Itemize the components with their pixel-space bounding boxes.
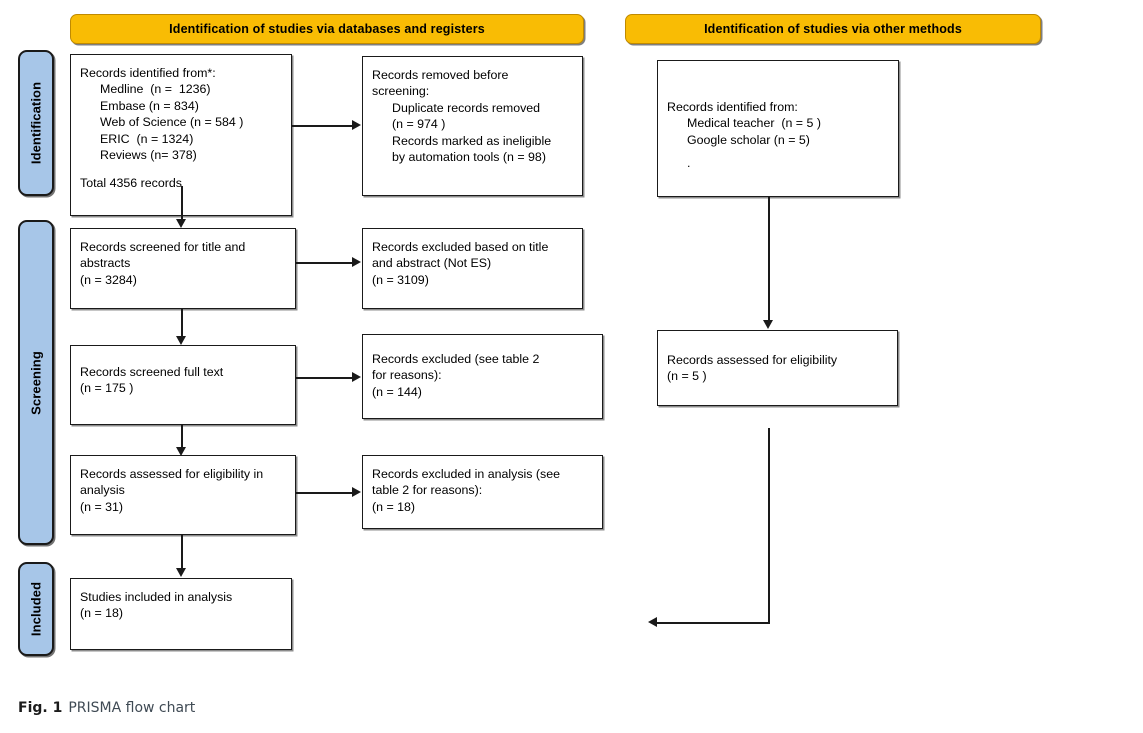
connector-screened-to-fulltext <box>181 309 183 339</box>
phase-bar-screening: Screening <box>18 220 54 545</box>
box-line: table 2 for reasons): <box>372 483 483 498</box>
box-line: Medline (n = 1236) <box>100 82 211 97</box>
arrowhead-other-identified-to-assessed <box>763 320 773 329</box>
banner-other-methods: Identification of studies via other meth… <box>625 14 1041 44</box>
box-line: for reasons): <box>372 368 442 383</box>
connector-screened-to-excluded-title <box>296 262 353 264</box>
arrowhead-other-assessed-to-included <box>648 617 657 627</box>
box-line: (n = 18) <box>80 606 124 621</box>
box-records-excluded-title: Records excluded based on title and abst… <box>362 228 583 309</box>
box-line: by automation tools (n = 98) <box>392 149 546 164</box>
phase-bar-identification: Identification <box>18 50 54 196</box>
box-line: Records screened full text <box>80 365 224 379</box>
box-line: Web of Science (n = 584 ) <box>100 115 244 130</box>
box-line: Records identified from*: <box>80 66 216 80</box>
box-studies-included: Studies included in analysis (n = 18) <box>70 578 292 650</box>
box-line: Reviews (n= 378) <box>100 147 197 162</box>
arrowhead-screened-to-fulltext <box>176 336 186 345</box>
box-line: screening: <box>372 83 573 99</box>
box-line: Records excluded (see table 2 <box>372 352 540 366</box>
figure-caption-number: Fig. 1 <box>18 700 63 716</box>
box-line: (n = 31) <box>80 499 124 514</box>
box-line: (n = 175 ) <box>80 381 134 396</box>
box-text-italic: screening <box>372 84 426 99</box>
figure-caption: Fig. 1 PRISMA flow chart <box>18 700 195 716</box>
box-line: Records identified from: <box>667 100 798 114</box>
box-line: . <box>687 156 691 171</box>
box-line: (n = 5 ) <box>667 369 707 384</box>
box-line: (n = 3109) <box>372 272 429 287</box>
box-line: Records excluded in analysis (see <box>372 467 561 481</box>
box-line: Total 4356 records <box>80 176 182 191</box>
connector-identified-to-removed <box>292 125 353 127</box>
box-line: Embase (n = 834) <box>100 98 199 113</box>
arrowhead-fulltext-to-assessed <box>176 447 186 456</box>
box-line: Records excluded based on title <box>372 240 549 254</box>
box-records-excluded-analysis: Records excluded in analysis (see table … <box>362 455 603 529</box>
connector-other-assessed-elbow-horizontal <box>657 622 769 624</box>
phase-label-identification: Identification <box>28 81 44 165</box>
box-line: Medical teacher (n = 5 ) <box>687 116 821 131</box>
box-records-identified: Records identified from*: Medline (n = 1… <box>70 54 292 216</box>
box-line: analysis <box>80 483 125 498</box>
phase-label-screening: Screening <box>28 350 44 415</box>
box-line: Records removed before <box>372 67 573 83</box>
arrowhead-assessed-to-excluded-analysis <box>352 487 361 497</box>
box-text-italic: before <box>473 68 509 82</box>
box-line: Records assessed for eligibility <box>667 353 838 367</box>
connector-identified-to-screened <box>181 186 183 222</box>
connector-other-assessed-elbow-vertical <box>768 428 770 624</box>
box-other-identified: Records identified from: Medical teacher… <box>657 60 899 197</box>
box-line: ERIC (n = 1324) <box>100 131 194 146</box>
box-line-spacer <box>667 148 889 155</box>
box-records-removed: Records removed before screening: Duplic… <box>362 56 583 196</box>
box-line: (n = 144) <box>372 384 422 399</box>
connector-assessed-to-included <box>181 535 183 571</box>
box-line: and abstract (Not ES) <box>372 256 492 271</box>
box-line: Records marked as ineligible <box>392 133 552 148</box>
box-records-excluded-fulltext: Records excluded (see table 2 for reason… <box>362 334 603 419</box>
arrowhead-identified-to-removed <box>352 120 361 130</box>
box-records-screened-title: Records screened for title and abstracts… <box>70 228 296 309</box>
phase-bar-included: Included <box>18 562 54 656</box>
box-line: (n = 974 ) <box>392 117 446 132</box>
box-text: Records removed <box>372 68 474 82</box>
box-line: Duplicate records removed <box>392 100 541 115</box>
figure-caption-text: PRISMA flow chart <box>68 700 196 716</box>
connector-assessed-to-excluded-analysis <box>296 492 353 494</box>
box-records-screened-fulltext: Records screened full text (n = 175 ) <box>70 345 296 425</box>
box-line: Google scholar (n = 5) <box>687 132 810 147</box>
box-line: (n = 18) <box>372 499 416 514</box>
banner-databases-registers: Identification of studies via databases … <box>70 14 584 44</box>
arrowhead-fulltext-to-excluded <box>352 372 361 382</box>
arrowhead-screened-to-excluded-title <box>352 257 361 267</box>
phase-label-included: Included <box>28 581 44 637</box>
connector-other-identified-to-assessed <box>768 197 770 323</box>
box-line: Records assessed for eligibility in <box>80 467 264 481</box>
box-line-spacer <box>80 163 282 175</box>
connector-fulltext-to-excluded <box>296 377 353 379</box>
box-line: Studies included in analysis <box>80 590 233 604</box>
connector-fulltext-to-assessed <box>181 425 183 451</box>
arrowhead-assessed-to-included <box>176 568 186 577</box>
arrowhead-identified-to-screened <box>176 219 186 228</box>
box-line: Records screened for title and <box>80 240 246 254</box>
box-text: : <box>425 84 430 99</box>
box-records-assessed-analysis: Records assessed for eligibility in anal… <box>70 455 296 535</box>
box-other-assessed: Records assessed for eligibility (n = 5 … <box>657 330 898 406</box>
box-line: (n = 3284) <box>80 272 137 287</box>
box-line: abstracts <box>80 256 131 271</box>
